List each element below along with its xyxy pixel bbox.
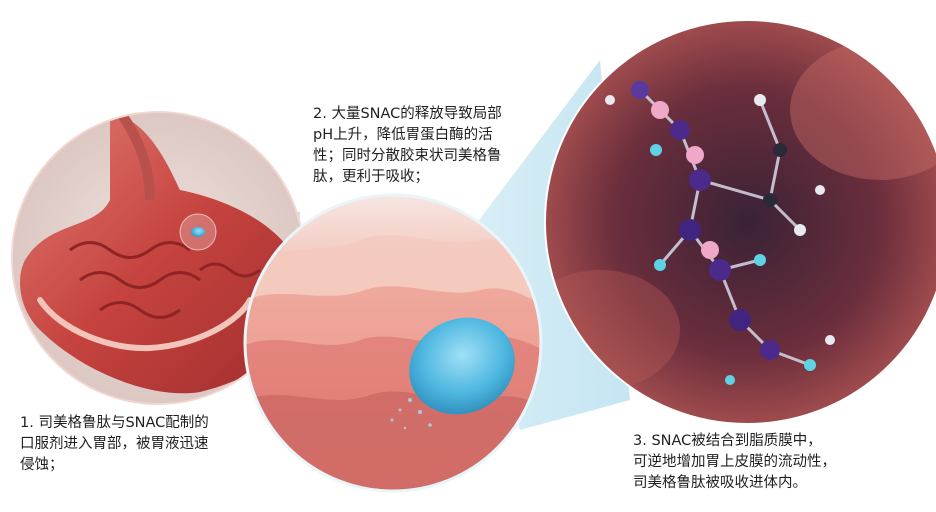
caption-step-2: 2. 大量SNAC的释放导致局部 pH上升，降低胃蛋白酶的活 性；同时分散胶束状… (313, 104, 543, 188)
caption-step-1: 1. 司美格鲁肽与SNAC配制的 口服剂进入胃部，被胃液迅速 侵蚀； (20, 413, 270, 476)
tablet-icon (191, 227, 205, 237)
caption-step-3: 3. SNAC被结合到脂质膜中， 可逆地增加胃上皮膜的流动性， 司美格鲁肽被吸收… (633, 431, 893, 494)
